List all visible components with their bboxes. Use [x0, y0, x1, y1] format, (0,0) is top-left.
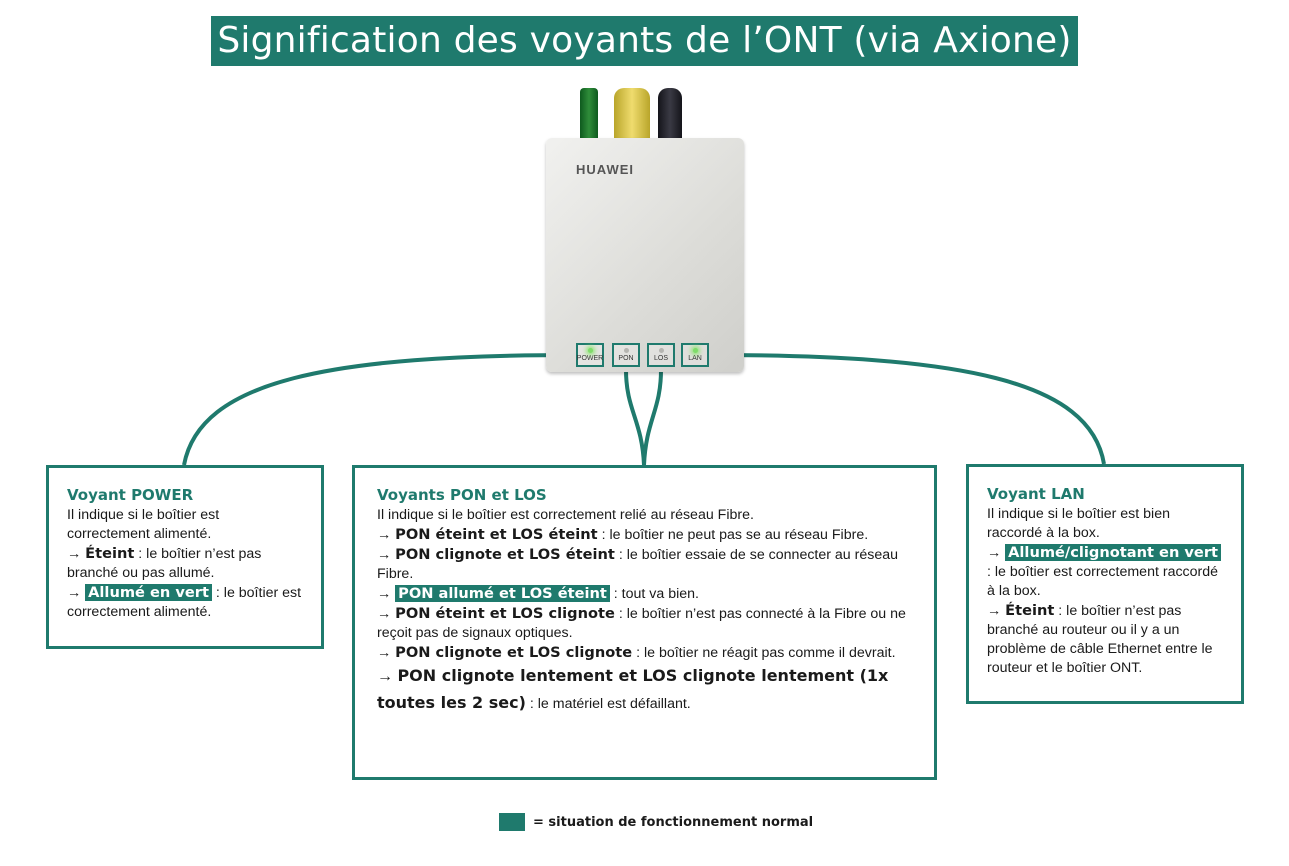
- pon-item-4-text: : le boîtier n’est pas connecté à la Fib…: [377, 606, 906, 641]
- pon-los-info-box: Voyants PON et LOS Il indique si le boît…: [352, 465, 937, 780]
- power-item-off-label: Éteint: [85, 545, 135, 562]
- pon-intro: Il indique si le boîtier est correctemen…: [377, 507, 754, 523]
- pon-item-6: → PON clignote lentement et LOS clignote…: [377, 663, 916, 717]
- pon-item-4: → PON éteint et LOS clignote : le boîtie…: [377, 604, 916, 643]
- lan-intro: Il indique si le boîtier est bien raccor…: [987, 506, 1170, 541]
- led-pon: PON: [612, 343, 640, 367]
- arrow-icon: →: [67, 585, 82, 601]
- lan-item-on-text: : le boîtier est correctement raccordé à…: [987, 564, 1219, 599]
- arrow-icon: →: [377, 645, 392, 661]
- pon-item-6-label: PON clignote lentement et LOS clignote l…: [377, 666, 889, 712]
- power-item-on-label: Allumé en vert: [85, 584, 212, 601]
- led-pon-label: PON: [618, 355, 634, 362]
- led-los-label: LOS: [653, 355, 668, 362]
- power-cable: [658, 88, 682, 140]
- led-lan: LAN: [681, 343, 709, 367]
- pon-item-3-label: PON allumé et LOS éteint: [395, 585, 610, 602]
- lan-item-off-text: : le boîtier n’est pas branché au routeu…: [987, 603, 1213, 676]
- pon-item-2: → PON clignote et LOS éteint : le boîtie…: [377, 545, 916, 584]
- page-title: Signification des voyants de l’ONT (via …: [211, 16, 1078, 66]
- pon-item-5-text: : le boîtier ne réagit pas comme il devr…: [632, 645, 896, 661]
- legend-swatch: [499, 813, 525, 831]
- los-connector: [642, 369, 663, 466]
- pon-item-3: → PON allumé et LOS éteint : tout va bie…: [377, 584, 916, 604]
- led-lan-label: LAN: [688, 355, 702, 362]
- led-power: POWER: [576, 343, 604, 367]
- lan-item-on: → Allumé/clignotant en vert : le boîtier…: [987, 543, 1223, 601]
- pon-item-1-text: : le boîtier ne peut pas se au réseau Fi…: [597, 527, 869, 543]
- pon-item-6-text: : le matériel est défaillant.: [525, 696, 691, 712]
- lan-item-on-label: Allumé/clignotant en vert: [1005, 544, 1222, 561]
- lan-box-title: Voyant LAN: [987, 485, 1085, 503]
- led-power-light: [587, 348, 593, 353]
- lan-item-off-label: Éteint: [1005, 602, 1055, 619]
- arrow-icon: →: [377, 586, 392, 602]
- power-item-on-text: : le boîtier est correctement alimenté.: [67, 585, 302, 620]
- led-pon-light: [623, 348, 629, 353]
- pon-item-3-text: : tout va bien.: [609, 586, 699, 602]
- led-los-light: [658, 348, 664, 353]
- lan-item-off: → Éteint : le boîtier n’est pas branché …: [987, 601, 1223, 678]
- ethernet-cable: [614, 88, 650, 140]
- power-info-box: Voyant POWER Il indique si le boîtier es…: [46, 465, 324, 649]
- legend-text: = situation de fonctionnement normal: [533, 814, 814, 830]
- pon-item-4-label: PON éteint et LOS clignote: [395, 605, 615, 622]
- arrow-icon: →: [377, 547, 392, 563]
- pon-connector: [624, 369, 646, 466]
- pon-item-5-label: PON clignote et LOS clignote: [395, 644, 633, 661]
- pon-item-2-label: PON clignote et LOS éteint: [395, 546, 615, 563]
- legend: = situation de fonctionnement normal: [499, 813, 813, 831]
- power-item-off-text: : le boîtier n’est pas branché ou pas al…: [67, 546, 262, 581]
- arrow-icon: →: [67, 546, 82, 562]
- power-intro: Il indique si le boîtier est correctemen…: [67, 507, 220, 542]
- led-los: LOS: [647, 343, 675, 367]
- lan-info-box: Voyant LAN Il indique si le boîtier est …: [966, 464, 1244, 704]
- pon-box-title: Voyants PON et LOS: [377, 486, 547, 504]
- pon-item-1: → PON éteint et LOS éteint : le boîtier …: [377, 525, 916, 545]
- power-box-title: Voyant POWER: [67, 486, 194, 504]
- device-brand: HUAWEI: [576, 162, 634, 177]
- arrow-icon: →: [987, 545, 1002, 561]
- arrow-icon: →: [987, 603, 1002, 619]
- led-lan-light: [692, 348, 698, 353]
- pon-item-5: → PON clignote et LOS clignote : le boît…: [377, 643, 916, 663]
- lan-connector: [709, 353, 1106, 465]
- ont-device: HUAWEI POWER PON LOS LAN: [546, 138, 744, 372]
- pon-item-1-label: PON éteint et LOS éteint: [395, 526, 598, 543]
- power-item-on: → Allumé en vert : le boîtier est correc…: [67, 583, 303, 622]
- pon-item-2-text: : le boîtier essaie de se connecter au r…: [377, 547, 899, 582]
- arrow-icon: →: [377, 606, 392, 622]
- power-item-off: → Éteint : le boîtier n’est pas branché …: [67, 544, 303, 583]
- fiber-cable: [580, 88, 598, 140]
- power-connector: [182, 353, 579, 466]
- led-power-label: POWER: [576, 355, 604, 362]
- arrow-icon: →: [377, 527, 392, 543]
- arrow-icon: →: [377, 668, 393, 685]
